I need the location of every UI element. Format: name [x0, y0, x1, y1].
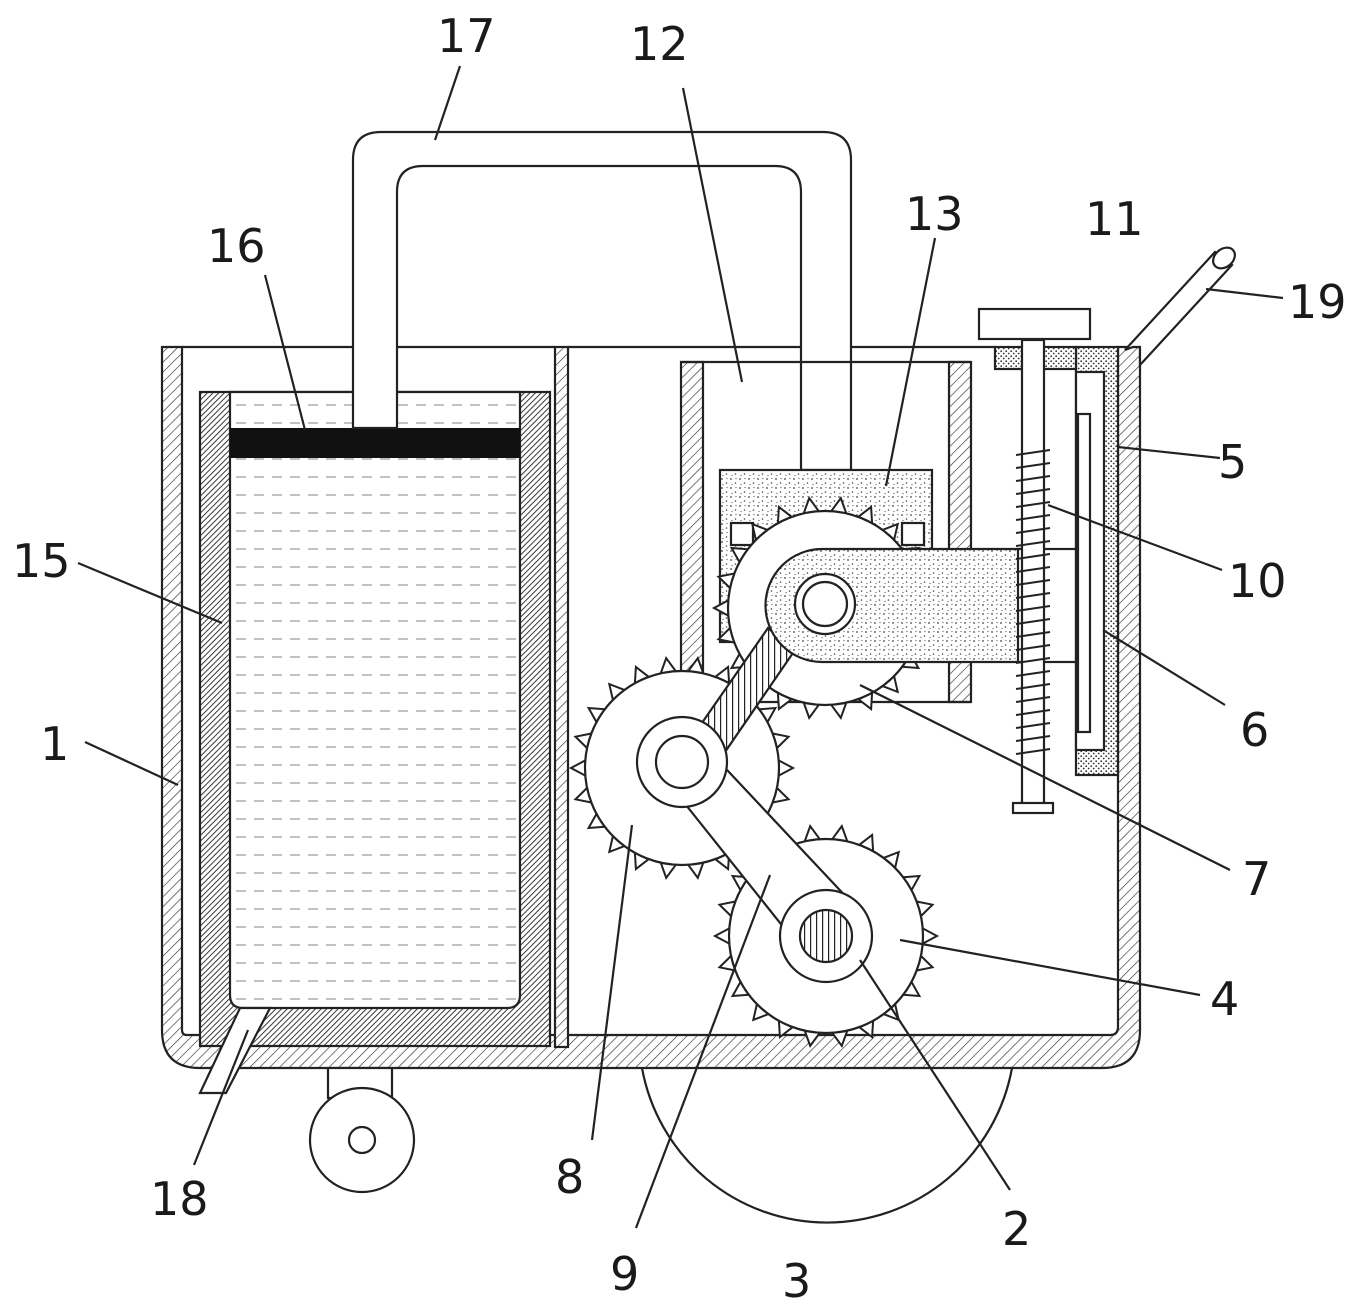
connecting-rod	[635, 715, 874, 984]
crank-arm	[764, 547, 1022, 664]
label-17: 17	[437, 9, 496, 63]
spring-coil	[1015, 566, 1051, 573]
drive-shaft	[798, 908, 854, 964]
spring-coil	[1015, 540, 1051, 547]
label-11: 11	[1085, 192, 1144, 246]
label-18: 18	[150, 1172, 209, 1226]
label-9: 9	[610, 1247, 639, 1301]
divider-wall	[553, 345, 570, 1049]
handle	[1124, 246, 1236, 368]
spring-coil	[1015, 722, 1051, 729]
spring-coil	[1015, 644, 1051, 651]
spring-coil	[1015, 553, 1051, 560]
spring-coil	[1015, 709, 1051, 716]
spring-coil	[1015, 527, 1051, 534]
knob	[977, 307, 1092, 341]
spring-coil	[1015, 475, 1051, 482]
label-13: 13	[905, 187, 964, 241]
spring-coil	[1015, 683, 1051, 690]
label-3: 3	[782, 1254, 811, 1308]
spring-coil	[1015, 501, 1051, 508]
caster-wheel	[308, 1066, 416, 1194]
label-19: 19	[1288, 275, 1347, 329]
label-16: 16	[207, 219, 266, 273]
spring-coil	[1015, 605, 1051, 612]
spring-coil	[1015, 735, 1051, 742]
label-6: 6	[1240, 703, 1269, 757]
spring-coil	[1015, 592, 1051, 599]
spring-coil	[1015, 488, 1051, 495]
label-5: 5	[1218, 435, 1247, 489]
spring-coil	[1015, 670, 1051, 677]
liquid-tank	[198, 390, 552, 1048]
label-4: 4	[1210, 972, 1239, 1026]
spring-coil	[1015, 631, 1051, 638]
spring-coil	[1015, 657, 1051, 664]
spring-coil	[1015, 514, 1051, 521]
spring-coil	[1015, 696, 1051, 703]
piston-plate	[230, 428, 520, 458]
spring-coil	[1015, 748, 1051, 755]
spring-coil	[1015, 579, 1051, 586]
label-12: 12	[630, 17, 689, 71]
label-15: 15	[12, 534, 71, 588]
label-8: 8	[555, 1150, 584, 1204]
callout-labels: 1 2 3 4 5 6 7 8 9 10 11 12 13 15 16 17 1…	[12, 9, 1347, 1308]
spring-coil	[1015, 449, 1051, 456]
spring-coil	[1015, 618, 1051, 625]
leader-lines	[77, 65, 1284, 1229]
label-10: 10	[1228, 554, 1287, 608]
label-1: 1	[40, 717, 69, 771]
label-7: 7	[1242, 852, 1271, 906]
screw-rod	[1011, 338, 1055, 815]
spring-coil	[1015, 462, 1051, 469]
drive-wheel	[640, 1067, 1014, 1224]
label-2: 2	[1002, 1202, 1031, 1256]
outlet-pipe	[198, 1006, 272, 1095]
